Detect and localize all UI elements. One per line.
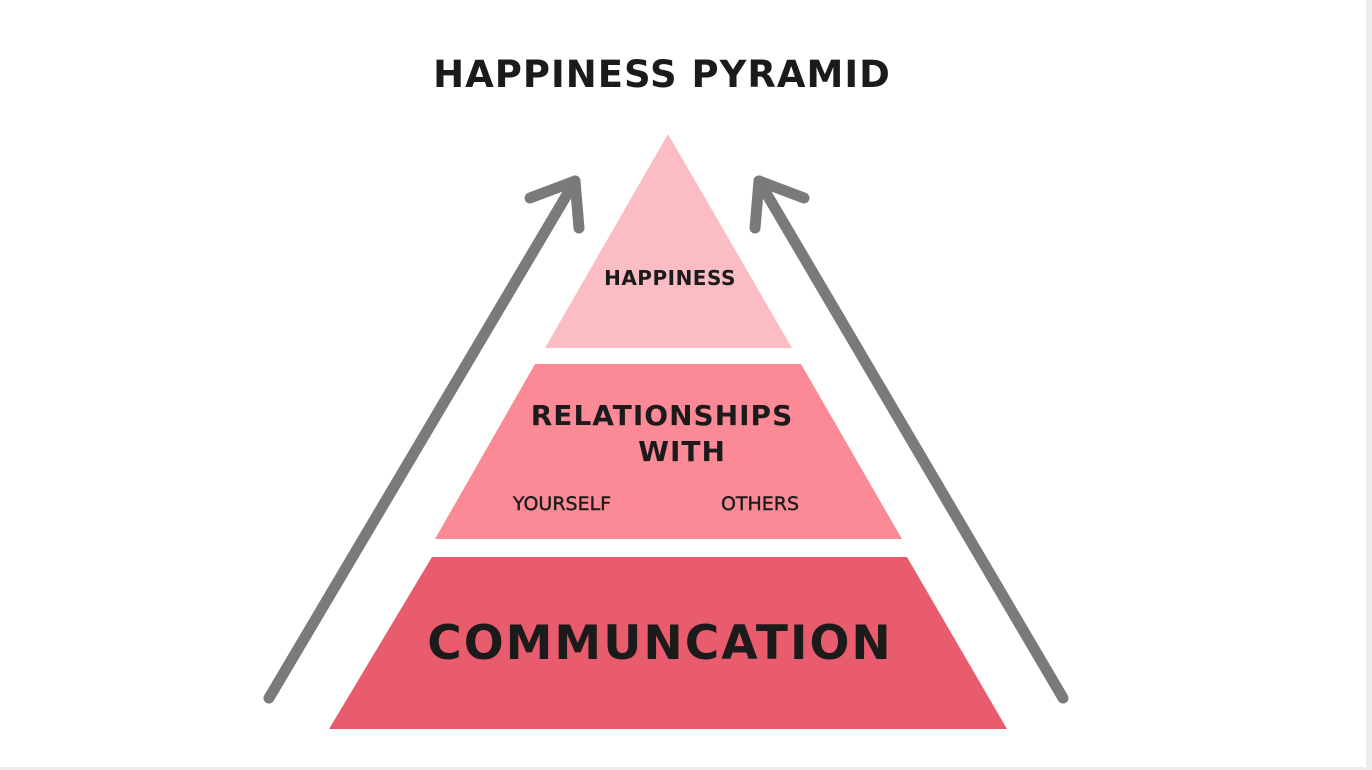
pyramid-tier-bottom [329, 557, 1007, 729]
tier-middle-left-label: YOURSELF [512, 493, 612, 515]
pyramid-tier-middle [435, 364, 902, 539]
diagram-title: HAPPINESS PYRAMID [433, 53, 891, 96]
left-up-arrow-icon [263, 175, 585, 704]
tier-middle-label-line2: WITH [638, 435, 726, 468]
tier-bottom-label: COMMUNCATION [427, 616, 893, 671]
pyramid-tier-top [545, 134, 792, 348]
tier-middle-label-line1: RELATIONSHIPS [530, 399, 794, 432]
tier-middle-right-label: OTHERS [720, 493, 800, 515]
right-edge-border [1366, 0, 1372, 770]
bottom-edge-border [0, 767, 1372, 770]
right-up-arrow-icon [749, 175, 1069, 704]
tier-top-label: HAPPINESS [604, 266, 736, 290]
